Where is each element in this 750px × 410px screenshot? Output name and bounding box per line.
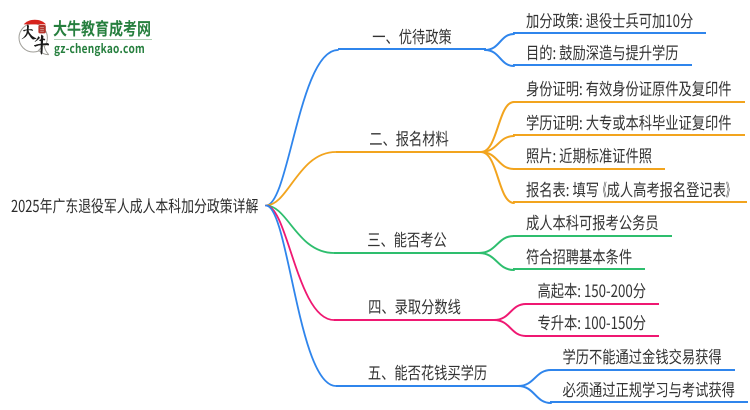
logo-domain: gz-chengkao.com (54, 37, 145, 57)
branch-node: 四、录取分数线 (334, 297, 495, 321)
leaf-node: 身份证明: 有效身份证原件及复印件 (513, 79, 745, 103)
root-topic: 2025年广东退役军人成人本科加分政策详解 (11, 193, 259, 217)
logo-divider (54, 38, 152, 40)
leaf-node: 目的: 鼓励深造与提升学历 (513, 43, 692, 66)
branch-node: 一、优待政策 (338, 27, 486, 50)
bull-logo-icon: 大 牛 (18, 19, 52, 55)
logo-char-da: 大 (20, 23, 38, 41)
leaf-node: 必须通过正规学习与考试获得 (549, 380, 748, 403)
leaf-node: 高起本: 150-200分 (524, 281, 659, 305)
leaf-node: 符合招聘基本条件 (513, 247, 646, 270)
leaf-node: 报名表: 填写《成人高考报名登记表》 (513, 180, 747, 203)
leaf-node: 加分政策: 退役士兵可加10分 (513, 11, 707, 34)
branch-node: 五、能否花钱买学历 (336, 363, 519, 387)
leaf-node: 专升本: 100-150分 (524, 313, 659, 337)
logo-char-niu: 牛 (31, 34, 52, 55)
leaf-node: 照片: 近期标准证件照 (513, 146, 666, 170)
leaf-node: 成人本科可报考公务员 (513, 213, 672, 237)
leaf-node: 学历证明: 大专或本科毕业证复印件 (513, 113, 745, 136)
logo-title: 大牛教育成考网 (53, 16, 151, 41)
branch-node: 二、报名材料 (336, 129, 482, 153)
branch-node: 三、能否考公 (334, 230, 480, 254)
leaf-node: 学历不能通过金钱交易获得 (549, 347, 735, 371)
